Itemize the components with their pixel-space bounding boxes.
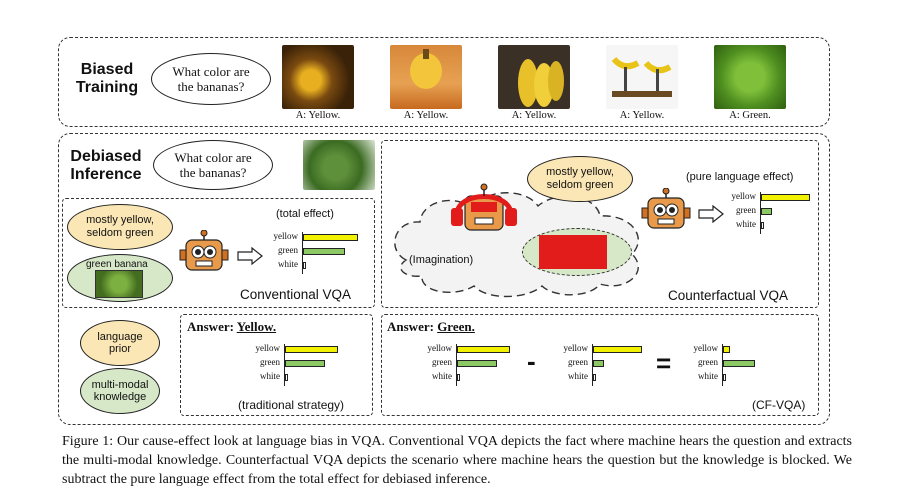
bar-label-yellow: yellow [273,231,299,241]
bar-white [593,374,596,381]
knowledge-label: green banana [86,259,148,270]
cfvqa-strategy-label: (CF-VQA) [752,398,806,412]
debiased-inference-panel [58,133,830,425]
bar-axis [456,344,458,386]
bar-chart-counterfactual: yellow green white [716,191,816,236]
cfvqa-answer: Answer: Green. [387,319,475,334]
imagination-label: (Imagination) [409,254,474,266]
pure-language-effect-label: (pure language effect) [686,171,794,183]
debiased-inference-title: Debiased Inference [70,148,142,183]
banana-caption-2: A: Yellow. [403,110,449,121]
bar-white [285,374,288,381]
bar-green [457,360,498,367]
banana-stand-shape [611,56,672,97]
traditional-answer-panel [180,314,373,416]
banana-image-3 [498,45,570,109]
minus-operator: - [527,346,536,376]
blocked-knowledge-ellipse [522,228,632,276]
arrow-icon-conventional [237,247,263,265]
traditional-strategy-label: (traditional strategy) [238,398,345,412]
banana-image-2 [390,45,462,109]
green-banana-tree-image [303,140,375,190]
blocked-knowledge-mask [539,235,607,269]
bar-label-white: white [736,219,756,229]
figure-caption: Figure 1: Our cause-effect look at langu… [62,434,852,487]
bar-label-yellow: yellow [255,343,281,353]
bar-yellow [761,194,811,201]
bar-green [303,248,345,255]
bar-white [723,374,726,381]
knowledge-bubble-conventional: green banana [67,254,173,302]
bar-chart-cf-total: yellow green white [412,343,522,388]
prior-bubble-conventional: mostly yellow, seldom green [67,204,173,250]
bar-label-white: white [432,371,452,381]
banana-bunch-shape [410,49,442,89]
conventional-vqa-panel [62,198,375,308]
banana-caption-3: A: Yellow. [511,110,557,121]
bar-label-green: green [260,357,280,367]
bar-green [761,208,773,215]
banana-caption-4: A: Yellow. [619,110,665,121]
banana-hanging-shape [518,59,564,107]
bar-axis [592,344,594,386]
bar-chart-conventional: yellow green white [258,231,378,276]
bar-label-green: green [736,205,756,215]
bar-label-yellow: yellow [563,343,589,353]
bar-yellow [285,346,339,353]
bar-white [761,222,764,229]
banana-caption-5: A: Green. [729,110,771,121]
bar-white [457,374,460,381]
conventional-vqa-title: Conventional VQA [240,287,352,302]
biased-training-panel [58,37,830,127]
total-effect-label: (total effect) [276,208,334,220]
question-bubble-inference: What color are the bananas? [153,140,273,190]
bar-label-green: green [568,357,588,367]
banana-image-1 [282,45,354,109]
counterfactual-vqa-panel [381,140,819,308]
bar-yellow [723,346,730,353]
legend-multimodal-knowledge: multi-modal knowledge [80,368,160,414]
bar-green [285,360,326,367]
bar-axis [302,232,304,274]
cfvqa-answer-panel [381,314,819,416]
bar-label-yellow: yellow [731,191,757,201]
robot-icon-counterfactual [641,188,691,229]
bar-label-white: white [698,371,718,381]
bar-green [723,360,756,367]
equals-operator: = [656,348,672,378]
bar-yellow [457,346,511,353]
legend-language-prior: language prior [80,320,160,366]
counterfactual-vqa-title: Counterfactual VQA [668,288,789,303]
bar-label-green: green [278,245,298,255]
bar-yellow [303,234,359,241]
prior-bubble-counterfactual: mostly yellow, seldom green [527,156,633,202]
bar-chart-cf-language: yellow green white [548,343,658,388]
traditional-answer: Answer: Yellow. [187,319,277,334]
bar-label-yellow: yellow [427,343,453,353]
bar-label-white: white [278,259,298,269]
robot-icon-conventional [179,230,229,271]
bar-axis [722,344,724,386]
banana-caption-1: A: Yellow. [295,110,341,121]
arrow-icon-counterfactual [698,205,724,223]
bar-green [593,360,605,367]
bar-label-green: green [432,357,452,367]
bar-white [303,262,306,269]
biased-training-title: Biased Training [75,61,139,96]
bar-axis [760,192,762,234]
bar-label-green: green [698,357,718,367]
knowledge-image [95,270,143,298]
bar-label-white: white [568,371,588,381]
bar-chart-traditional: yellow green white [240,343,350,388]
bar-axis [284,344,286,386]
bar-yellow [593,346,643,353]
question-bubble-training: What color are the bananas? [151,53,271,105]
banana-image-5 [714,45,786,109]
bar-label-yellow: yellow [693,343,719,353]
banana-image-4 [606,45,678,109]
bar-chart-cf-result: yellow green white [678,343,788,388]
bar-label-white: white [260,371,280,381]
robot-headphones-icon [451,183,517,231]
